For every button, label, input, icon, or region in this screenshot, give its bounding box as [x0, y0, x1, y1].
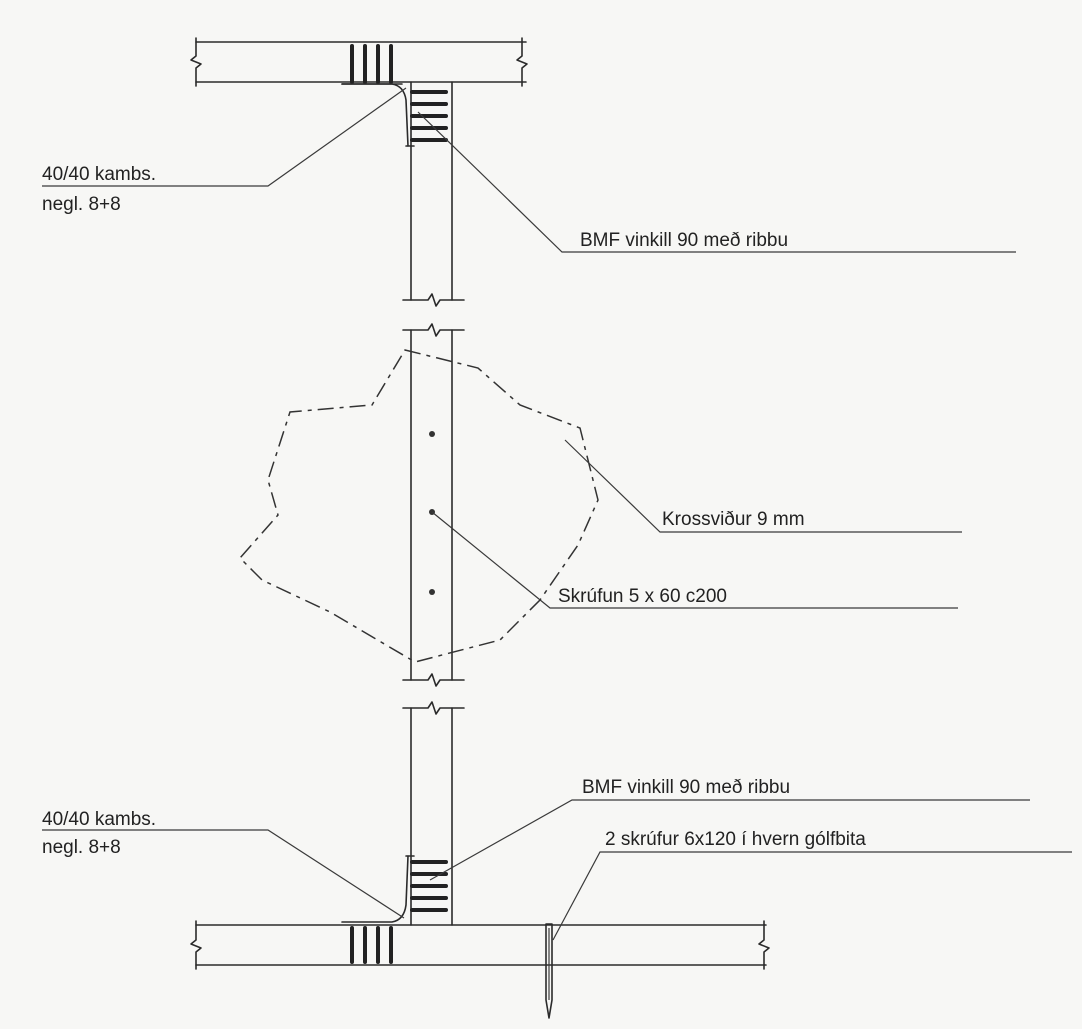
bottom-cleat-label-line1: 40/40 kambs. [42, 809, 156, 830]
top-bracket-label: BMF vinkill 90 með ribbu [580, 230, 788, 251]
leader-lines [42, 87, 1072, 941]
screw-dot-3 [429, 589, 435, 595]
top-cleat-label-line2: negl. 8+8 [42, 194, 121, 215]
stud-top-segment [402, 81, 465, 307]
bottom-cleat-label-line2: negl. 8+8 [42, 837, 121, 858]
bottom-bracket-label: BMF vinkill 90 með ribbu [582, 777, 790, 798]
plywood-panel-outline [238, 349, 599, 663]
top-beam [190, 37, 528, 87]
top-beam-nails [341, 44, 403, 85]
floor-screws-label: 2 skrúfur 6x120 í hvern gólfbita [605, 829, 866, 850]
stud-bottom-segment [402, 701, 465, 926]
top-cleat-label-line1: 40/40 kambs. [42, 164, 156, 185]
floor-joist-screw [545, 923, 553, 1019]
bottom-angle-bracket [341, 855, 448, 923]
top-angle-bracket [341, 83, 448, 147]
bottom-beam [190, 920, 770, 970]
plywood-label: Krossviður 9 mm [662, 509, 805, 530]
screw-dot-1 [429, 431, 435, 437]
screwing-label: Skrúfun 5 x 60 c200 [558, 586, 727, 607]
bottom-beam-nails [350, 926, 393, 964]
stud-middle-segment [402, 323, 465, 687]
